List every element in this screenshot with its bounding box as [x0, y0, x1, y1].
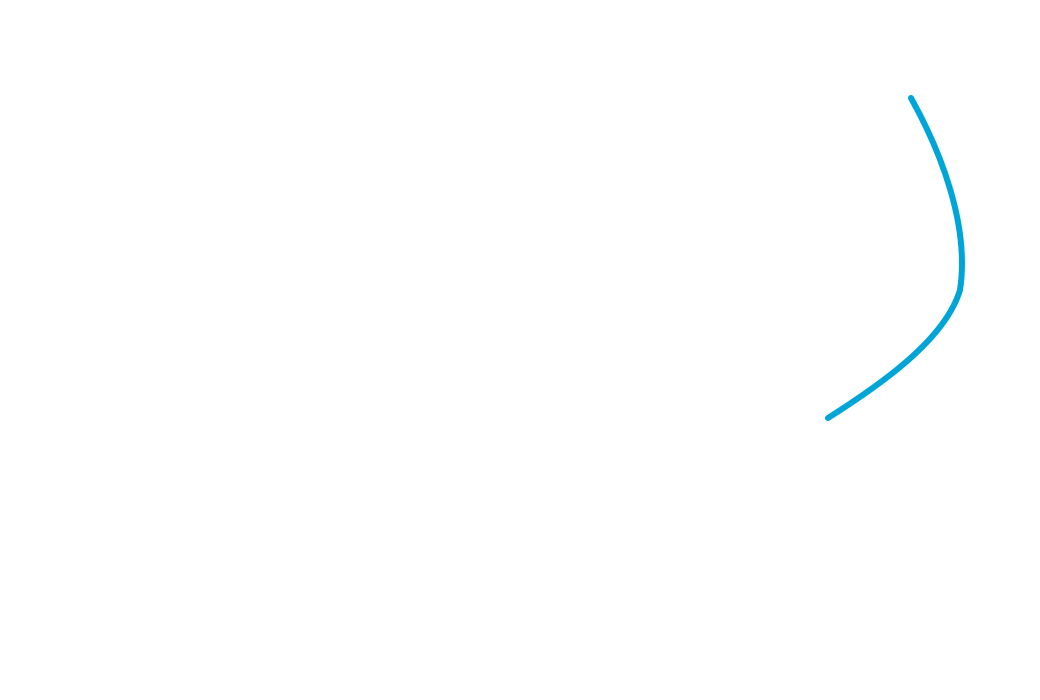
- curved-stroke: [825, 95, 965, 421]
